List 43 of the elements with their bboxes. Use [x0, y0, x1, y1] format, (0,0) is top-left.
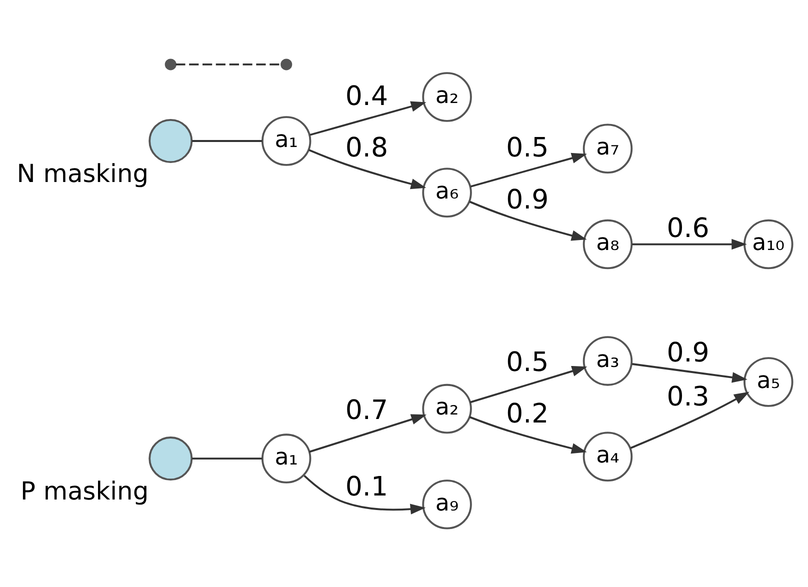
arrow [632, 238, 747, 250]
node-label: P masking [20, 476, 149, 505]
node-circle: a₄ [582, 431, 633, 481]
node-circle: a₁ [261, 116, 312, 166]
node-circle: a₂ [422, 72, 472, 122]
arrow [469, 200, 587, 240]
node-circle: a₈ [582, 218, 633, 269]
edge-label: 0.4 [345, 80, 388, 112]
node-circle: a₉ [422, 479, 472, 529]
node-circle: a₂ [422, 383, 472, 434]
node-circle: a₁ [261, 433, 312, 483]
edge-label: 0.2 [506, 398, 549, 430]
node-circle: a₃ [582, 336, 633, 386]
node-dot [164, 58, 176, 70]
node-circle: a₇ [582, 123, 633, 173]
edge-label: 0.3 [666, 380, 710, 412]
edge-label: 0.9 [506, 184, 549, 215]
arrow [469, 416, 587, 454]
edge-label: 0.7 [345, 394, 388, 426]
arrow [310, 100, 426, 136]
arrow [630, 391, 750, 448]
node-label: N masking [16, 158, 149, 188]
edge-label: 0.1 [345, 470, 388, 502]
arrow [308, 148, 426, 189]
edge-label: 0.8 [345, 132, 388, 164]
edge-label: 0.6 [666, 212, 710, 244]
arrow [309, 414, 427, 452]
connector [176, 63, 282, 65]
edge-label: 0.5 [506, 132, 549, 164]
arrow [470, 365, 588, 403]
arrow [470, 152, 587, 187]
connector [192, 140, 262, 142]
node-dot [280, 58, 292, 70]
arrow [304, 474, 426, 514]
connector [192, 457, 262, 459]
node-circle: a₁₀ [744, 218, 794, 269]
node-circle: a₆ [422, 167, 472, 217]
edge-label: 0.5 [506, 346, 549, 378]
arrow [632, 362, 748, 382]
node-circle [148, 118, 193, 162]
node-circle [148, 436, 193, 480]
edge-label: 0.9 [666, 336, 710, 368]
node-circle: a₅ [744, 356, 794, 406]
